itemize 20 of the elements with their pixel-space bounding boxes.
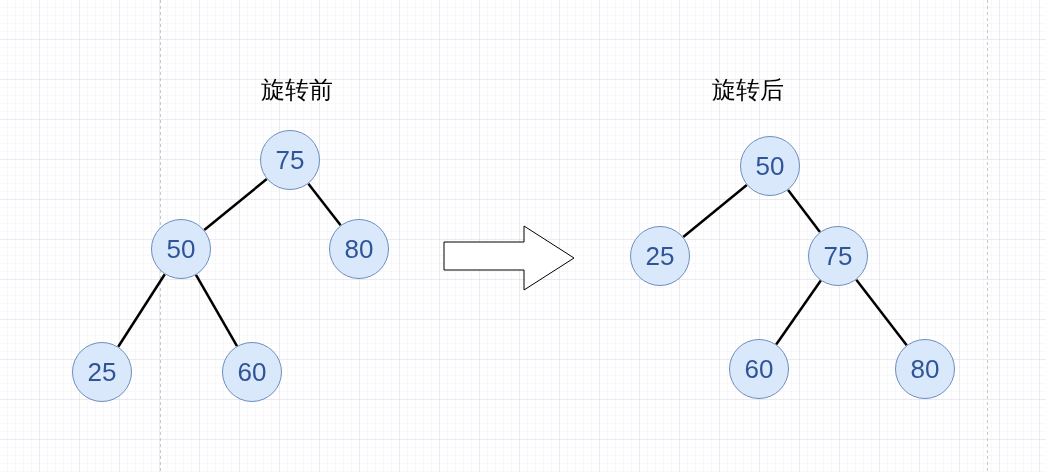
node-value: 60 <box>237 359 267 385</box>
node-value: 25 <box>87 359 117 385</box>
connector-line <box>775 279 822 346</box>
node-value: 25 <box>645 243 675 269</box>
node-value: 75 <box>823 243 853 269</box>
node-value: 80 <box>344 236 374 262</box>
tree-title: 旋转前 <box>261 75 333 106</box>
connector-line <box>855 279 908 346</box>
connector-line <box>203 178 268 231</box>
connector-line <box>787 189 821 233</box>
node-value: 50 <box>755 153 785 179</box>
node-value: 50 <box>166 236 196 262</box>
node-value: 60 <box>744 356 774 382</box>
node-value: 80 <box>910 356 940 382</box>
connector-line <box>682 184 748 238</box>
connector-line <box>117 273 166 348</box>
tree-title: 旋转后 <box>712 75 784 106</box>
connector-line <box>194 274 239 347</box>
connector-line <box>307 182 342 227</box>
node-value: 75 <box>275 147 305 173</box>
